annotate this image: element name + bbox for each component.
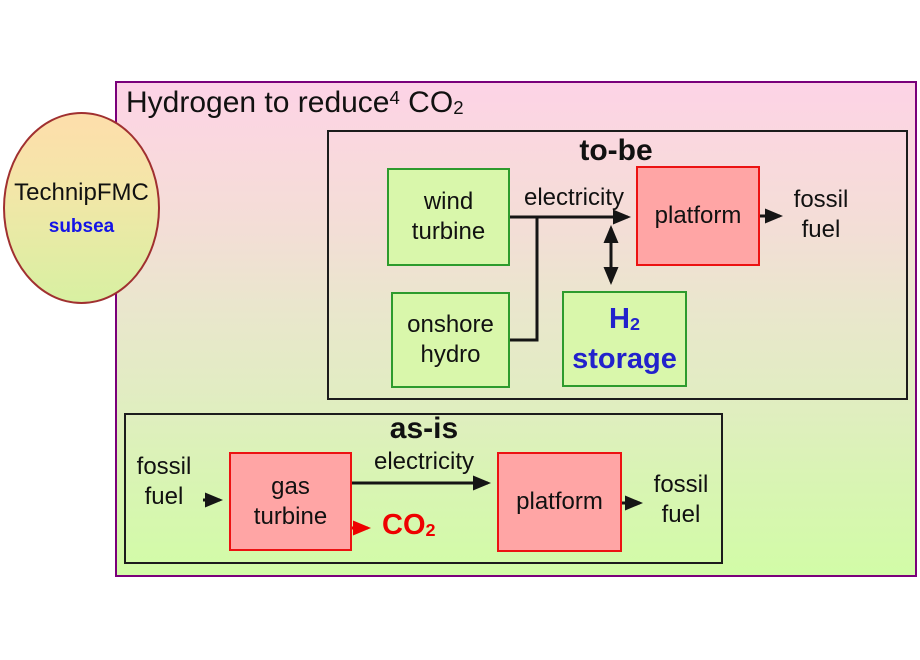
wind-turbine-label: wind turbine (411, 188, 486, 245)
h2-storage-label: H2 storage (572, 301, 677, 378)
tobe-section-box (327, 130, 908, 400)
tobe-label: to-be (579, 134, 653, 167)
asis-label: as-is (389, 412, 459, 445)
co2-label: CO2 (382, 509, 436, 542)
technipfmc-logo: TechnipFMC subsea (3, 112, 160, 304)
asis-fossil-fuel-in-label: fossil fuel (136, 453, 192, 510)
co2-symbol: CO (382, 509, 426, 541)
page-title: Hydrogen to reduce4 CO2 (126, 86, 464, 120)
title-co2-subscript: 2 (453, 96, 464, 118)
logo-name: TechnipFMC (14, 178, 149, 206)
onshore-hydro-box: onshore hydro (391, 292, 510, 388)
tobe-platform-label: platform (654, 202, 742, 229)
title-footnote-marker: 4 (389, 87, 400, 109)
wind-turbine-box: wind turbine (387, 168, 510, 266)
h2-subscript: 2 (629, 313, 640, 334)
asis-electricity-label: electricity (373, 448, 475, 475)
logo-tagline: subsea (48, 215, 115, 237)
title-co: CO (399, 86, 454, 119)
gas-turbine-box: gas turbine (229, 452, 352, 551)
h2-storage-word: storage (572, 343, 677, 376)
tobe-platform-box: platform (636, 166, 760, 266)
co2-subscript: 2 (425, 519, 436, 540)
h2-storage-box: H2 storage (562, 291, 687, 387)
asis-section-box (124, 413, 723, 564)
asis-platform-box: platform (497, 452, 622, 552)
tobe-fossil-fuel-label: fossil fuel (793, 186, 849, 243)
asis-fossil-fuel-out-label: fossil fuel (653, 471, 709, 528)
h2-symbol: H (609, 302, 630, 335)
gas-turbine-label: gas turbine (253, 472, 328, 530)
onshore-hydro-label: onshore hydro (407, 311, 494, 368)
tobe-electricity-label: electricity (523, 184, 625, 211)
asis-platform-label: platform (516, 488, 603, 515)
title-text: Hydrogen to reduce (126, 86, 390, 119)
